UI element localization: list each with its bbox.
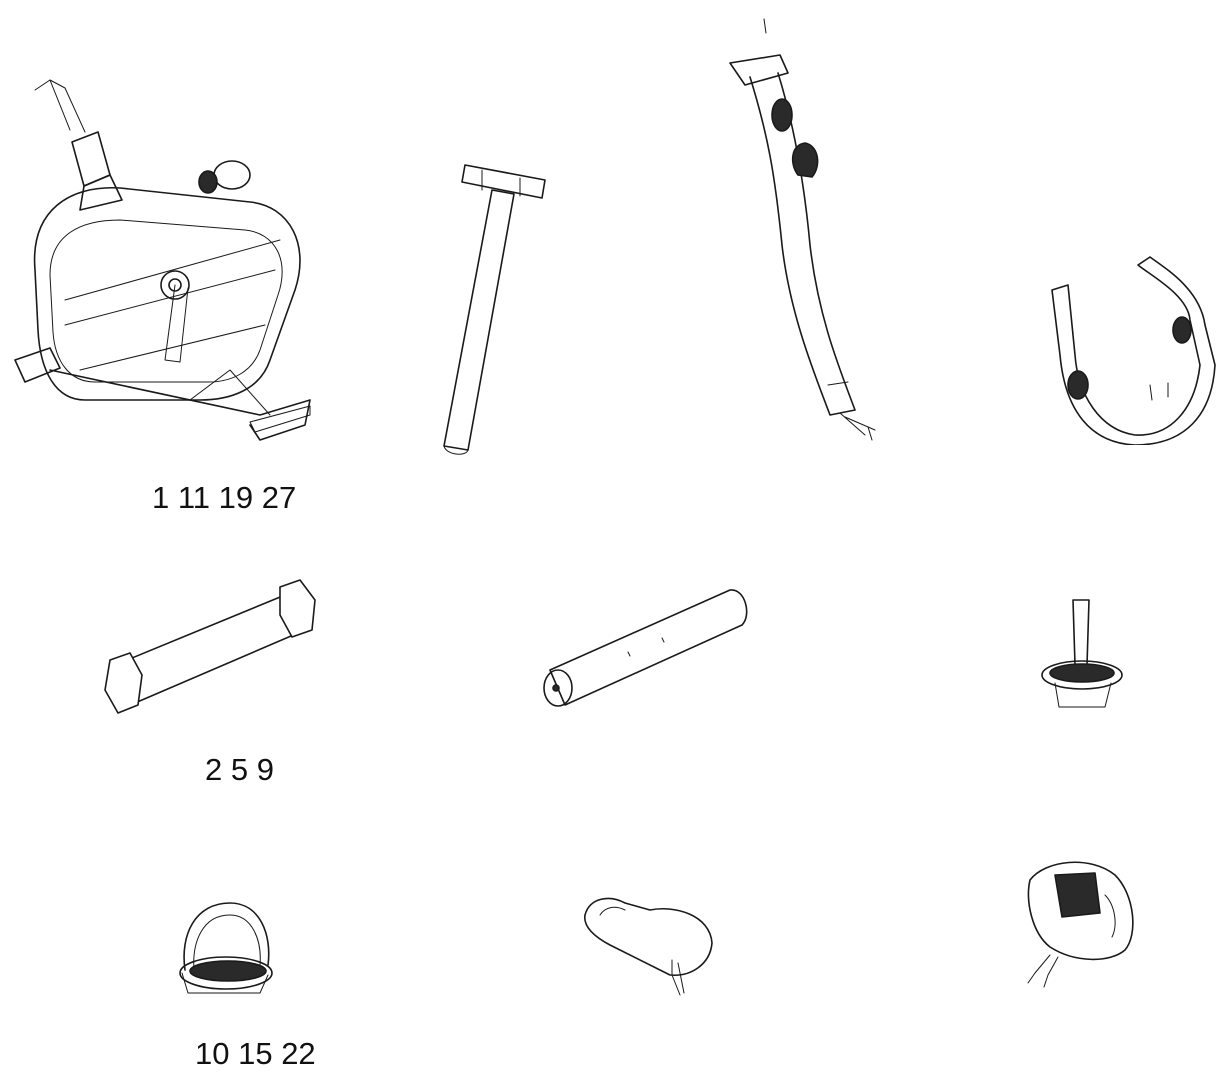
part-numbers-label-1: 1 11 19 27: [152, 480, 297, 515]
right-pedal-icon: [1035, 595, 1130, 720]
handlebar-post-icon: [720, 15, 900, 445]
rear-stabilizer-icon: [530, 580, 755, 715]
handlebar-icon: [1040, 245, 1220, 445]
saddle-icon: [580, 885, 720, 1000]
part-numbers-label-3: 10 15 22: [195, 1036, 316, 1071]
front-stabilizer-icon: [100, 575, 330, 720]
console-icon: [1020, 855, 1145, 995]
part-numbers-label-2: 2 5 9: [205, 752, 274, 787]
bike-main-frame-icon: [10, 70, 320, 460]
seat-post-icon: [420, 160, 560, 460]
left-pedal-icon: [170, 895, 280, 1005]
